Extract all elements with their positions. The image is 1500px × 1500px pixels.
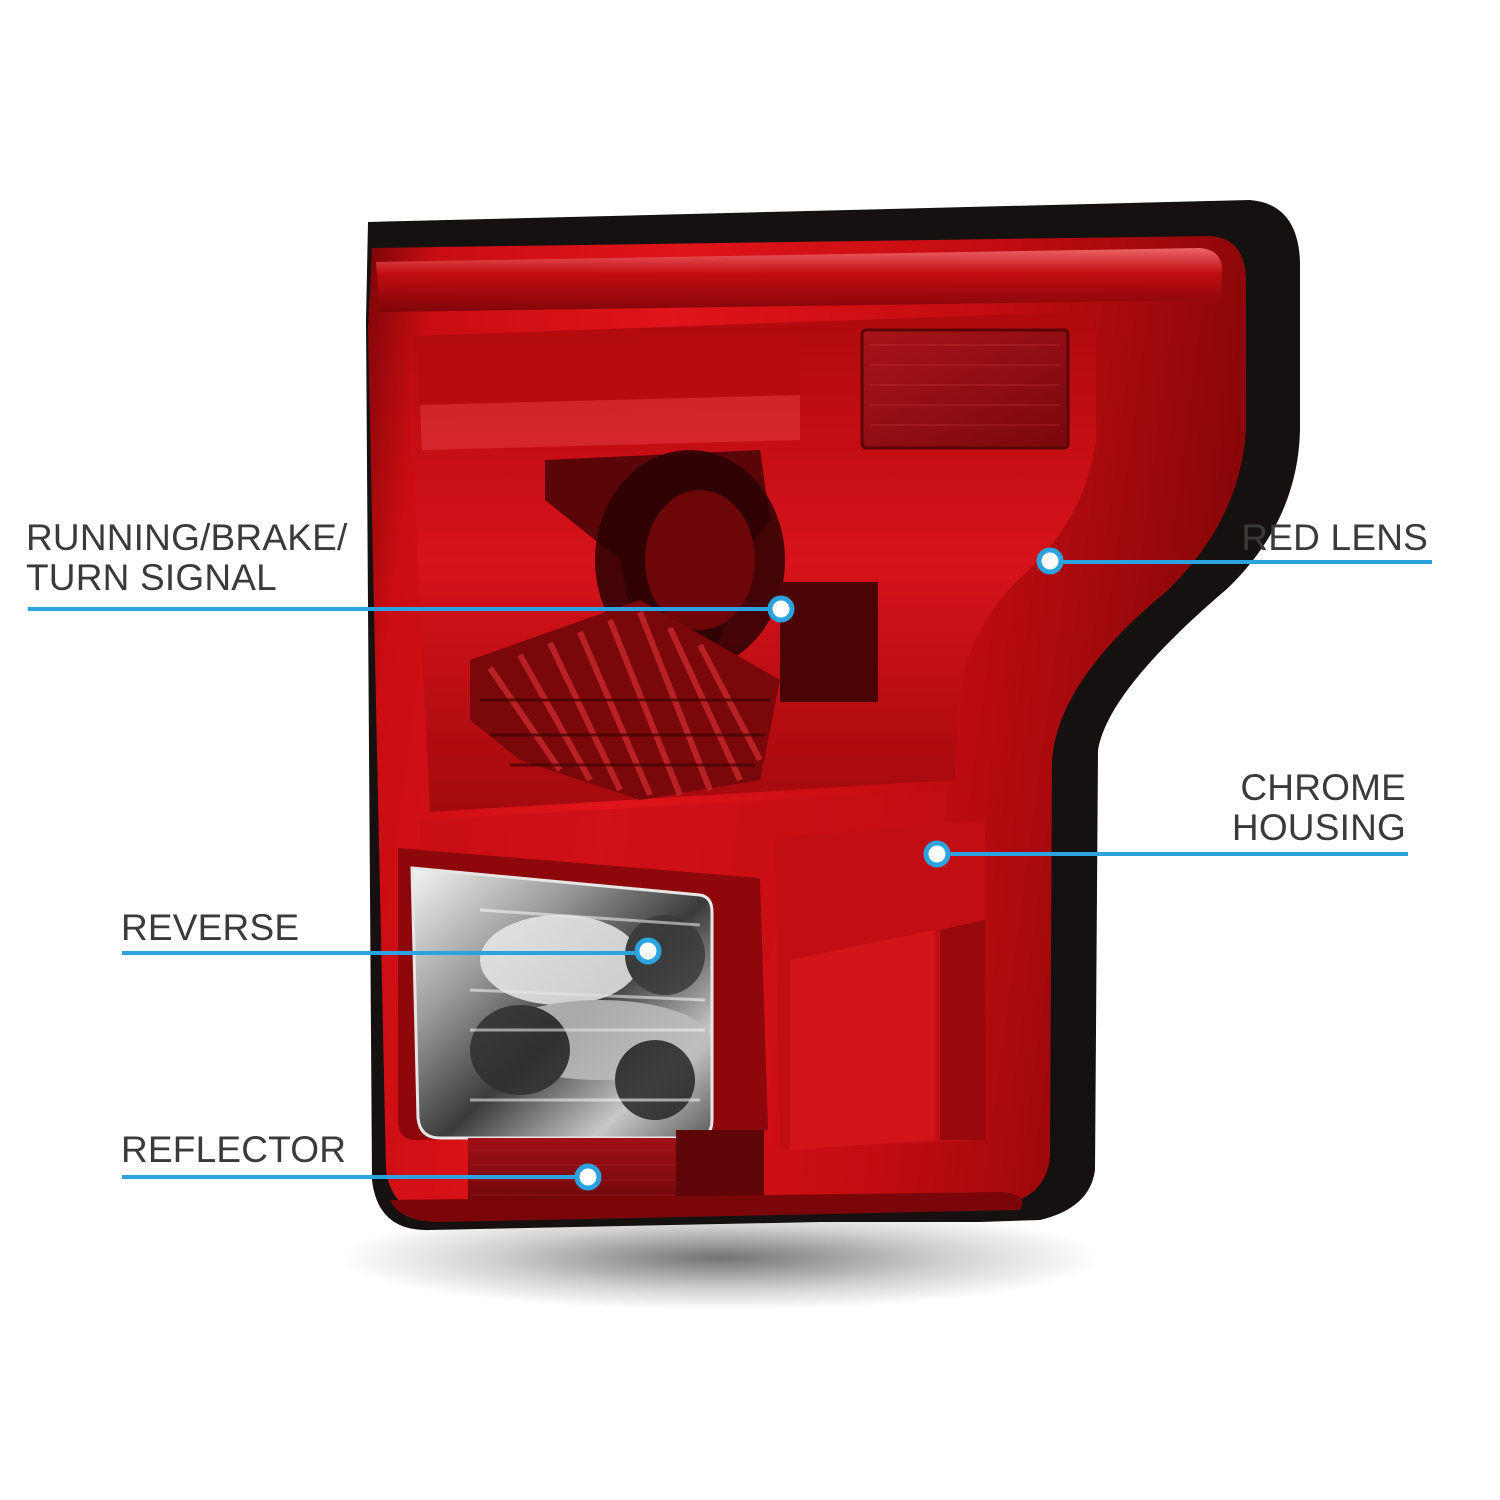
label-chrome-housing-line2: HOUSING <box>1231 807 1406 848</box>
label-running-brake-turn-line2: TURN SIGNAL <box>26 557 277 598</box>
reverse-chrome-ribs <box>469 908 710 1120</box>
lens-top-edge <box>376 248 1222 312</box>
callout-reverse <box>122 937 662 965</box>
callout-dot <box>923 840 951 868</box>
label-reverse: REVERSE <box>121 908 299 948</box>
callout-dot <box>634 937 662 965</box>
callout-running-brake-turn <box>28 595 795 623</box>
label-chrome-housing: CHROME HOUSING <box>1232 768 1406 848</box>
floor-shadow <box>340 1206 1100 1310</box>
label-reverse-text: REVERSE <box>121 907 300 948</box>
label-reflector-text: REFLECTOR <box>121 1129 347 1170</box>
label-red-lens: RED LENS <box>1241 518 1428 558</box>
label-running-brake-turn-line1: RUNNING/BRAKE/ <box>26 517 348 558</box>
label-red-lens-text: RED LENS <box>1241 517 1428 558</box>
callout-dot <box>1036 547 1064 575</box>
label-chrome-housing-line1: CHROME <box>1240 767 1406 808</box>
callout-reflector <box>122 1163 602 1191</box>
label-running-brake-turn: RUNNING/BRAKE/ TURN SIGNAL <box>26 518 347 598</box>
label-reflector: REFLECTOR <box>121 1130 346 1170</box>
callout-dot <box>574 1163 602 1191</box>
lens-bottom-lip <box>390 1192 1023 1222</box>
brake-reflector-ribs <box>470 600 780 800</box>
callout-red-lens <box>1036 547 1432 575</box>
side-marker-reflector <box>860 328 1070 450</box>
callout-chrome-housing <box>923 840 1408 868</box>
socket-backing <box>780 582 878 702</box>
callout-dot <box>767 595 795 623</box>
